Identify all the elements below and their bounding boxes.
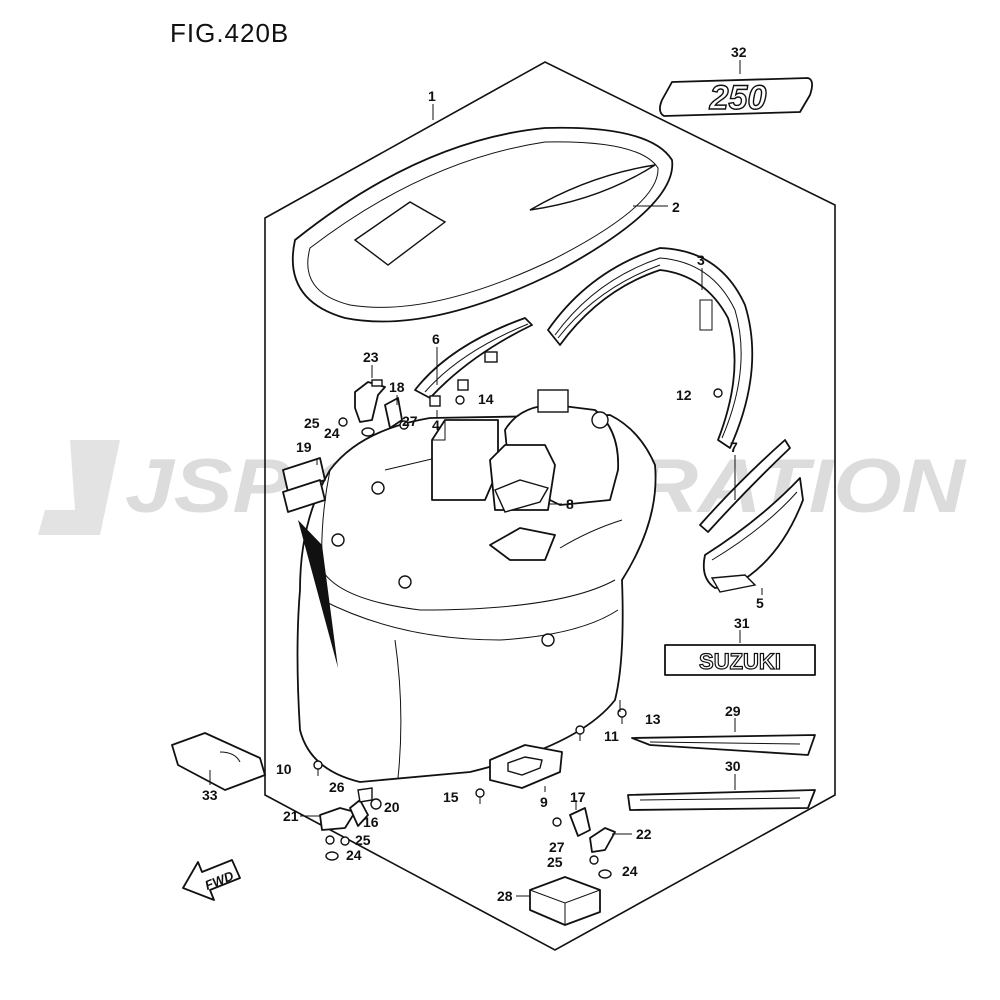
callout-25b: 25 <box>355 832 371 848</box>
cover-emblem-swoosh <box>529 164 656 211</box>
callout-16: 16 <box>363 814 379 830</box>
callout-31: 31 <box>734 615 750 631</box>
callout-numbers: 1 2 3 6 23 18 14 12 4 25 24 27 19 7 8 5 … <box>202 44 764 904</box>
part-s-emblem <box>282 457 338 668</box>
part-grommet-pad <box>489 744 563 789</box>
callout-22: 22 <box>636 826 652 842</box>
part-manual-bag <box>171 732 266 791</box>
part-upper-latch <box>338 379 723 437</box>
callout-1: 1 <box>428 88 436 104</box>
callout-21: 21 <box>283 808 299 824</box>
callout-11: 11 <box>604 728 619 744</box>
brand-badge-text: SUZUKI <box>699 649 781 674</box>
callout-26: 26 <box>329 779 345 795</box>
callout-8: 8 <box>566 496 574 512</box>
callout-15: 15 <box>443 789 459 805</box>
part-engine-cover <box>296 414 657 783</box>
callout-13: 13 <box>645 711 661 727</box>
callout-24a: 24 <box>324 425 340 441</box>
model-badge-text: 250 <box>709 79 767 117</box>
callout-18: 18 <box>389 379 405 395</box>
watermark-logo-shape <box>38 440 120 535</box>
callout-3: 3 <box>697 252 705 268</box>
callout-7: 7 <box>730 439 738 455</box>
part-suzuki-badge: SUZUKI <box>664 644 816 676</box>
callout-23: 23 <box>363 349 379 365</box>
callout-17: 17 <box>570 789 586 805</box>
callout-10: 10 <box>276 761 292 777</box>
group-boundary <box>264 61 836 951</box>
callout-25c: 25 <box>547 854 563 870</box>
callout-24b: 24 <box>346 847 362 863</box>
part-side-seal <box>699 439 804 593</box>
callout-5: 5 <box>756 595 764 611</box>
callout-19: 19 <box>296 439 312 455</box>
part-seal-strip <box>414 317 533 407</box>
callout-30: 30 <box>725 758 741 774</box>
part-decal-30 <box>627 789 816 811</box>
callout-33: 33 <box>202 787 218 803</box>
part-air-intake <box>431 389 620 561</box>
callout-28: 28 <box>497 888 513 904</box>
callout-24c: 24 <box>622 863 638 879</box>
leader-lines <box>209 60 763 897</box>
callout-27b: 27 <box>549 839 565 855</box>
part-28-box <box>529 876 601 926</box>
part-250-badge: 250 <box>659 77 813 118</box>
callout-9: 9 <box>540 794 548 810</box>
part-decal-29 <box>631 734 816 756</box>
part-lower-left-latch <box>319 787 382 861</box>
part-top-cover <box>291 126 674 323</box>
fwd-arrow: FWD <box>182 859 241 901</box>
figure-title: FIG.420B <box>170 18 290 48</box>
cover-label-plate <box>353 201 447 266</box>
callout-6: 6 <box>432 331 440 347</box>
callout-4: 4 <box>432 417 440 433</box>
callout-32: 32 <box>731 44 747 60</box>
callout-27a: 27 <box>402 413 418 429</box>
callout-29: 29 <box>725 703 741 719</box>
callout-14: 14 <box>478 391 494 407</box>
callout-2: 2 <box>672 199 680 215</box>
callout-25a: 25 <box>304 415 320 431</box>
callout-20: 20 <box>384 799 400 815</box>
part-rear-seal <box>547 247 754 449</box>
callout-12: 12 <box>676 387 692 403</box>
part-lower-right-latch <box>552 807 616 879</box>
